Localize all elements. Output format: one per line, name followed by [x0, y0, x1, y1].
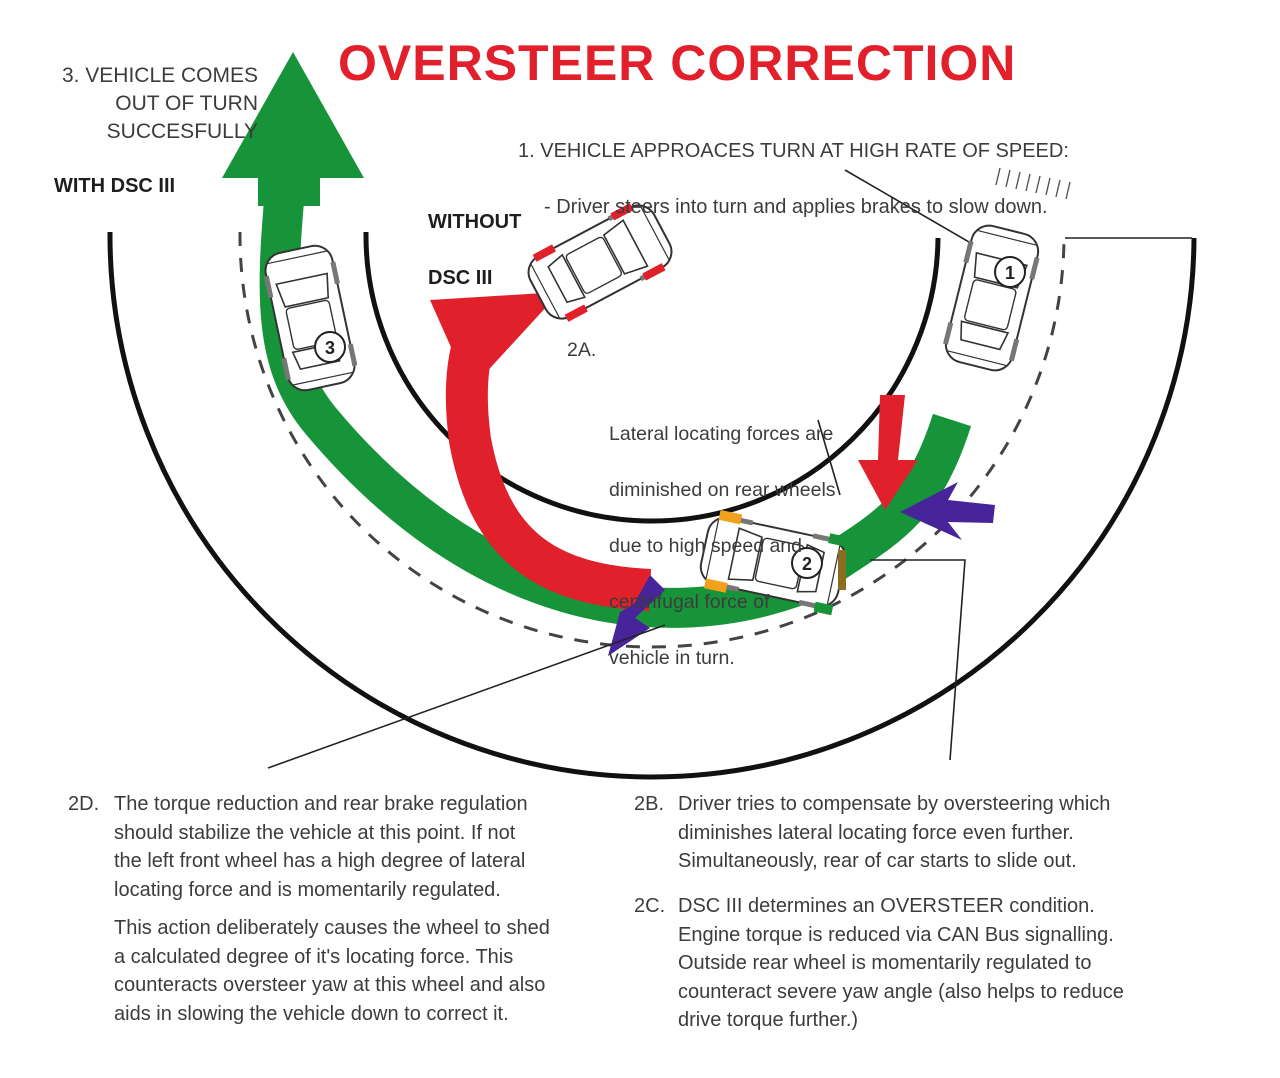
step2a-label: 2A. Lateral locating forces are diminish…: [567, 336, 836, 728]
note-2d-extra-line: a calculated degree of it's locating for…: [114, 945, 514, 968]
car-spinning: [520, 196, 679, 329]
note-2b-number: 2B.: [634, 793, 665, 815]
note-2d: 2D. The torque reduction and rear brake …: [68, 790, 628, 1028]
pointer-2d: [267, 624, 666, 769]
red-spin-arrow-head: [430, 292, 560, 390]
note-2b-line: diminishes lateral locating force even f…: [678, 821, 1074, 844]
step1-label: 1. VEHICLE APPROACES TURN AT HIGH RATE O…: [518, 109, 1069, 249]
pointer-2b: [870, 559, 966, 761]
note-2c-line: DSC III determines an OVERSTEER conditio…: [678, 895, 1095, 917]
car-2: [696, 509, 850, 616]
red-down-arrow: [858, 395, 918, 510]
step2a-number: 2A.: [567, 339, 597, 361]
diagram-title: OVERSTEER CORRECTION: [338, 35, 1017, 91]
note-2c: 2C. DSC III determines an OVERSTEER cond…: [634, 892, 1234, 1035]
note-2c-number: 2C.: [634, 895, 666, 917]
note-2d-line: the left front wheel has a high degree o…: [114, 850, 526, 872]
note-2c-line: drive torque further.): [678, 1009, 859, 1031]
note-2d-number: 2D.: [68, 793, 100, 815]
note-2b: 2B. Driver tries to compensate by overst…: [634, 790, 1234, 876]
road-outer-edge: [107, 231, 1197, 780]
without-dsc-label: WITHOUT DSC III: [428, 180, 521, 320]
step1-heading: 1. VEHICLE APPROACES TURN AT HIGH RATE O…: [518, 140, 1069, 162]
note-2d-line: should stabilize the vehicle at this poi…: [114, 821, 516, 844]
with-dsc-label: WITH DSC III: [54, 175, 176, 197]
step2a-line: centrifugal force of: [609, 591, 770, 613]
note-2d-extra-line: aids in slowing the vehicle down to corr…: [114, 1002, 509, 1025]
note-2c-line: counteract severe yaw angle (also helps …: [678, 980, 1124, 1003]
note-2d-line: locating force and is momentarily regula…: [114, 878, 501, 901]
without-dsc-line2: DSC III: [428, 267, 493, 289]
note-2b-line: Driver tries to compensate by oversteeri…: [678, 793, 1111, 815]
purple-arrow-left: [608, 575, 665, 656]
note-2d-extra-line: counteracts oversteer yaw at this wheel …: [114, 974, 546, 996]
purple-arrow-right: [900, 482, 995, 540]
pointer-2a: [817, 419, 841, 496]
step1-subtext: - Driver steers into turn and applies br…: [544, 196, 1048, 218]
car-2-marker: 2: [802, 554, 812, 574]
road-inner-edge: [363, 231, 941, 524]
step2a-line: due to high speed and: [609, 535, 803, 557]
step2a-line: Lateral locating forces are: [609, 423, 834, 445]
green-exit-arrow-head: [222, 52, 364, 178]
step3-label: 3. VEHICLE COMES OUT OF TURN SUCCESFULLY: [61, 64, 258, 143]
step2a-line: vehicle in turn.: [609, 647, 735, 669]
note-2d-line: The torque reduction and rear brake regu…: [114, 793, 528, 815]
note-2c-line: Engine torque is reduced via CAN Bus sig…: [678, 923, 1114, 946]
car-3-marker: 3: [325, 338, 335, 358]
note-2c-line: Outside rear wheel is momentarily regula…: [678, 952, 1092, 974]
without-dsc-line1: WITHOUT: [428, 211, 522, 233]
note-2b-line: Simultaneously, rear of car starts to sl…: [678, 850, 1077, 872]
car-1-marker: 1: [1005, 263, 1015, 283]
note-2d-extra-line: This action deliberately causes the whee…: [114, 917, 550, 939]
step2a-line: diminished on rear wheels: [609, 479, 836, 501]
